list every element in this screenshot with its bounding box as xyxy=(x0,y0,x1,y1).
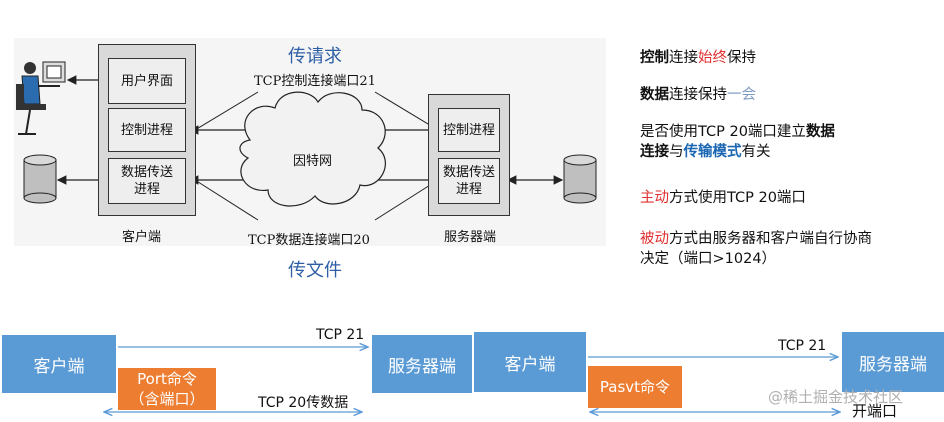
client-data-box: 数据传送 进程 xyxy=(108,158,186,204)
server-data-label-1: 数据传送 xyxy=(442,165,495,180)
client-caption: 客户端 xyxy=(122,230,162,245)
client-control-label: 控制进程 xyxy=(120,122,173,138)
note3-line1-a: 是否使用TCP 20端口建立 xyxy=(640,124,806,140)
note3-line2-c: 传输模式 xyxy=(683,144,742,160)
note1-b: 连接 xyxy=(669,50,698,66)
note-data-connection: 数据连接保持一会 xyxy=(640,85,756,105)
request-title: 传请求 xyxy=(288,46,342,67)
passive-client-label: 客户端 xyxy=(504,354,556,375)
client-data-label-1: 数据传送 xyxy=(120,165,173,180)
note-control-connection: 控制连接始终保持 xyxy=(640,48,756,68)
note3-line2-b: 与 xyxy=(669,144,684,160)
server-data-box: 数据传送 进程 xyxy=(438,158,500,204)
file-title: 传文件 xyxy=(288,260,342,281)
note-active-mode: 主动方式使用TCP 20端口 xyxy=(640,188,806,208)
note5-b: 方式由服务器和客户端自行协商 xyxy=(669,231,872,247)
server-control-label: 控制进程 xyxy=(442,122,495,138)
note1-a: 控制 xyxy=(640,50,669,66)
server-caption: 服务器端 xyxy=(444,230,497,245)
active-tcp21-label: TCP 21 xyxy=(316,327,365,343)
note1-c: 始终 xyxy=(698,50,727,66)
note4-a: 主动 xyxy=(640,190,669,206)
passive-server-label: 服务器端 xyxy=(859,354,927,375)
passive-tcp21-label: TCP 21 xyxy=(778,338,827,354)
note2-c: 一会 xyxy=(727,87,756,103)
note1-d: 保持 xyxy=(727,50,756,66)
client-disk-icon xyxy=(23,154,57,204)
note2-a: 数据 xyxy=(640,87,669,103)
note3-line1-b: 数据 xyxy=(805,124,835,140)
port-command-line2: （含端口） xyxy=(129,390,205,408)
server-data-label-2: 进程 xyxy=(455,182,482,197)
note-passive-mode: 被动方式由服务器和客户端自行协商 xyxy=(640,229,872,249)
note4-b: 方式使用TCP 20端口 xyxy=(669,190,806,206)
passive-server-box: 服务器端 xyxy=(842,332,944,392)
control-funnel-right xyxy=(374,91,439,131)
pasv-command-label: Pasvt命令 xyxy=(599,378,671,396)
server-control-box: 控制进程 xyxy=(438,108,500,152)
active-server-box: 服务器端 xyxy=(372,335,472,393)
internet-label: 因特网 xyxy=(293,154,333,169)
open-port-label: 开端口 xyxy=(852,402,898,420)
client-control-box: 控制进程 xyxy=(108,108,186,152)
note-port20-line1: 是否使用TCP 20端口建立数据 xyxy=(640,122,835,142)
note5-a: 被动 xyxy=(640,231,669,247)
client-ui-label: 用户界面 xyxy=(120,73,173,89)
client-ui-box: 用户界面 xyxy=(108,58,186,104)
client-data-label-2: 进程 xyxy=(133,182,160,197)
data-funnel-left xyxy=(194,179,259,221)
watermark: @稀土掘金技术社区 xyxy=(768,388,904,406)
note2-b: 连接保持 xyxy=(669,87,727,103)
control-port-label: TCP控制连接端口21 xyxy=(254,74,376,89)
data-port-label: TCP数据连接端口20 xyxy=(248,233,370,248)
note-passive-mode-line2: 决定（端口>1024） xyxy=(640,251,777,267)
active-server-label: 服务器端 xyxy=(388,356,456,377)
user-computer-icon xyxy=(16,61,66,135)
note3-line2-a: 连接 xyxy=(640,144,669,160)
active-tcp20-label: TCP 20传数据 xyxy=(258,395,349,411)
note-port20-line2: 连接与传输模式有关 xyxy=(640,142,771,162)
port-command-box: Port命令 （含端口） xyxy=(118,368,216,410)
server-disk-icon xyxy=(563,154,597,204)
internet-cloud xyxy=(239,91,386,207)
active-client-box: 客户端 xyxy=(2,335,116,393)
data-funnel-right xyxy=(374,179,439,221)
passive-client-box: 客户端 xyxy=(474,332,586,392)
control-funnel-left xyxy=(194,91,259,131)
note3-line2-d: 有关 xyxy=(741,144,771,160)
pasv-command-box: Pasvt命令 xyxy=(588,366,682,408)
port-command-line1: Port命令 xyxy=(137,370,197,388)
active-client-label: 客户端 xyxy=(33,356,85,377)
